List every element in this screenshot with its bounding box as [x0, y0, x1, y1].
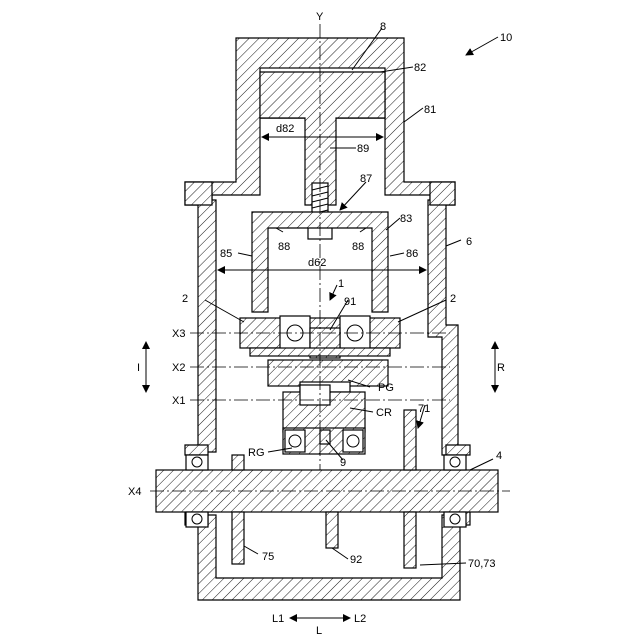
label-RG: RG	[248, 447, 265, 459]
label-85: 85	[220, 248, 232, 260]
label-2-left: 2	[182, 293, 188, 305]
label-87: 87	[360, 173, 372, 185]
label-92: 92	[350, 554, 362, 566]
label-I: I	[137, 362, 140, 374]
label-10: 10	[500, 32, 512, 44]
label-83: 83	[400, 213, 412, 225]
label-R: R	[497, 362, 505, 374]
label-82: 82	[414, 62, 426, 74]
label-L1: L1	[272, 613, 284, 625]
label-9: 9	[340, 457, 346, 469]
label-d62: d62	[308, 257, 326, 269]
label-CR: CR	[376, 407, 392, 419]
label-71: 71	[418, 403, 430, 415]
label-88-right: 88	[352, 241, 364, 253]
label-91: 91	[344, 296, 356, 308]
label-88-left: 88	[278, 241, 290, 253]
label-X2: X2	[172, 362, 185, 374]
label-L2: L2	[354, 613, 366, 625]
label-X1: X1	[172, 395, 185, 407]
label-Y: Y	[316, 11, 324, 23]
label-4: 4	[496, 450, 502, 462]
label-X3: X3	[172, 328, 185, 340]
label-X4: X4	[128, 486, 141, 498]
label-89: 89	[357, 143, 369, 155]
label-8: 8	[380, 21, 386, 33]
label-6: 6	[466, 236, 472, 248]
label-75: 75	[262, 551, 274, 563]
label-1: 1	[338, 278, 344, 290]
label-86: 86	[406, 248, 418, 260]
label-70-73: 70,73	[468, 558, 496, 570]
label-PG: PG	[378, 382, 394, 394]
label-81: 81	[424, 104, 436, 116]
label-2-right: 2	[450, 293, 456, 305]
label-L: L	[316, 625, 322, 637]
label-d82: d82	[276, 123, 294, 135]
